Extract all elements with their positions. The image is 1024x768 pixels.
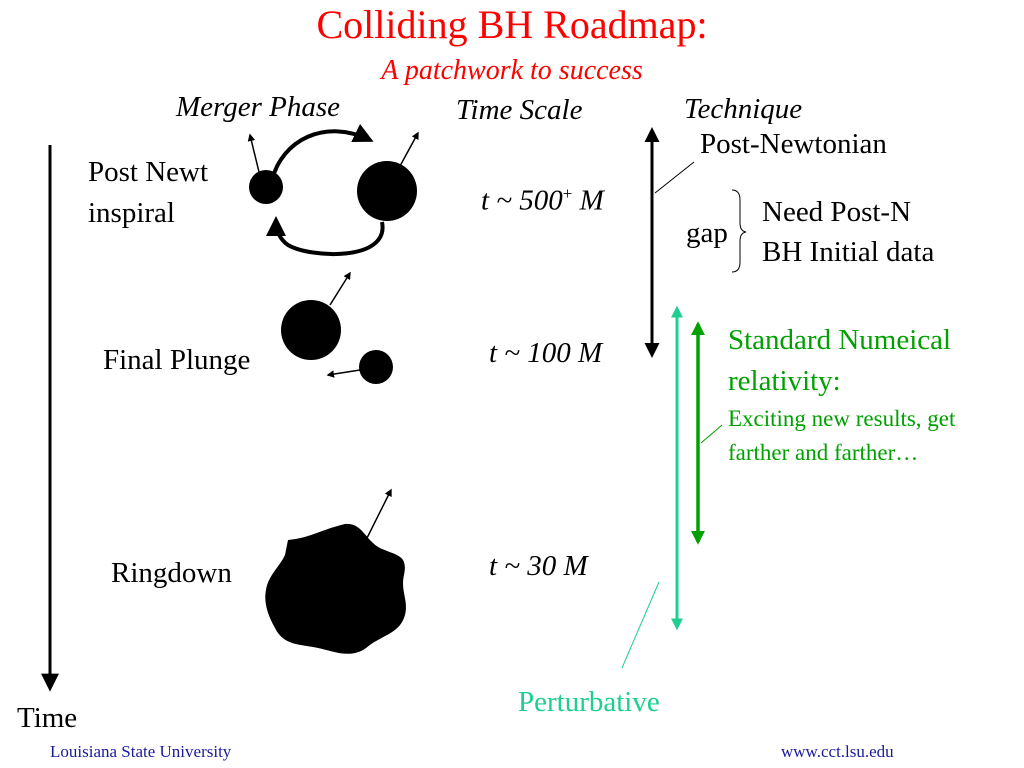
small-black-hole (249, 170, 283, 204)
inspiral-binary (247, 123, 419, 257)
inspiral-time-suffix: M (572, 184, 604, 217)
small-black-hole (359, 350, 393, 384)
time-axis-label: Time (17, 702, 78, 734)
perturbative-leader (621, 581, 660, 669)
ringdown-black-hole (265, 488, 406, 654)
spin-arrow (329, 271, 351, 306)
inspiral-time-scale: t ~ 500+ M (481, 185, 604, 216)
large-black-hole (281, 300, 341, 360)
ringdown-time-scale: t ~ 30 M (489, 550, 588, 582)
numerical-detail-line1: Exciting new results, get (728, 406, 956, 431)
orbit-arrow-bottom (266, 216, 385, 257)
distorted-black-hole-shape (265, 523, 406, 654)
slide-subtitle: A patchwork to success (381, 55, 643, 86)
orbit-arrow-top (270, 123, 374, 181)
technique-header: Technique (684, 93, 803, 125)
slide-title: Colliding BH Roadmap: (316, 2, 708, 47)
ringdown-label: Ringdown (111, 557, 232, 589)
spin-arrow (399, 131, 419, 167)
post-newtonian-label: Post-Newtonian (700, 128, 887, 160)
inspiral-label-line1: Post Newt (88, 156, 209, 188)
plunge-label: Final Plunge (103, 344, 251, 376)
post-newtonian-leader (654, 161, 695, 194)
need-initial-data-line2: BH Initial data (762, 236, 935, 268)
inspiral-time-sup: + (562, 184, 573, 203)
need-initial-data-line1: Need Post-N (762, 196, 912, 228)
time-scale-header: Time Scale (456, 94, 583, 126)
perturbative-label: Perturbative (518, 686, 660, 718)
merger-phase-header: Merger Phase (176, 91, 341, 123)
gap-label: gap (686, 217, 728, 249)
inspiral-time-prefix: t ~ 500 (481, 184, 563, 217)
inspiral-label-line2: inspiral (88, 197, 175, 229)
numerical-leader (700, 424, 723, 444)
numerical-label-line1: Standard Numeical (728, 324, 952, 356)
spin-arrow (326, 369, 361, 378)
numerical-detail-line2: farther and farther… (728, 440, 919, 465)
gap-brace (731, 189, 747, 273)
spin-arrow (365, 488, 392, 541)
spin-arrow (247, 133, 260, 173)
footer-url[interactable]: www.cct.lsu.edu (781, 742, 894, 761)
plunge-time-scale: t ~ 100 M (489, 337, 603, 369)
footer-institution: Louisiana State University (50, 742, 232, 761)
large-black-hole (357, 161, 417, 221)
numerical-label-line2: relativity: (728, 365, 841, 397)
plunge-binary (281, 271, 393, 384)
